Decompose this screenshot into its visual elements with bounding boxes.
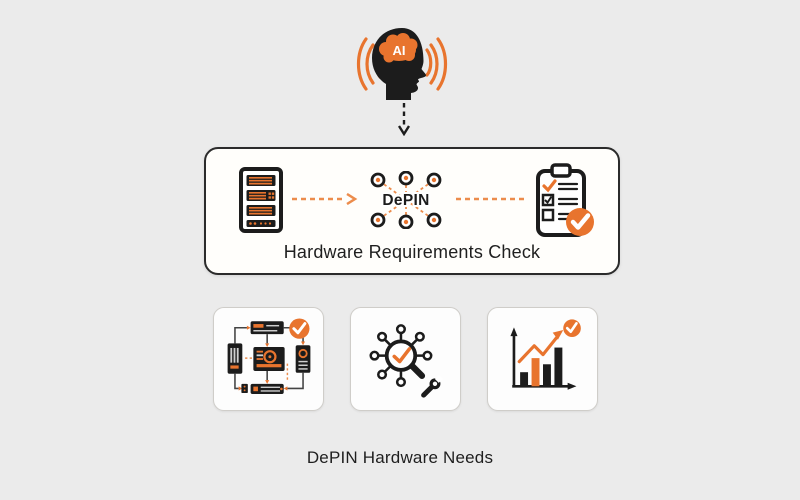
depin-network-icon: DePIN bbox=[370, 171, 442, 229]
hardware-topology-icon bbox=[227, 318, 310, 394]
ai-label: AI bbox=[393, 43, 406, 58]
wrench-icon bbox=[420, 374, 443, 398]
depin-label: DePIN bbox=[382, 192, 429, 209]
card-hardware-topology bbox=[213, 307, 324, 411]
flow-box-caption: Hardware Requirements Check bbox=[283, 242, 541, 262]
dashed-connector-line bbox=[456, 197, 524, 201]
server-rack-icon bbox=[239, 167, 283, 233]
hardware-requirements-panel: DePIN Hardware Requirements Check bbox=[204, 147, 620, 275]
ai-head-icon: AI bbox=[356, 28, 448, 100]
network-inspection-magnifier-wrench-icon bbox=[368, 324, 443, 398]
card-network-inspection bbox=[350, 307, 461, 411]
checklist-clipboard-icon bbox=[536, 163, 594, 237]
footer-caption: DePIN Hardware Needs bbox=[306, 448, 494, 467]
growth-bar-chart-icon bbox=[509, 319, 581, 390]
sound-waves-right-icon bbox=[425, 37, 448, 91]
arrow-right-dashed-icon bbox=[292, 193, 358, 205]
network-nodes bbox=[370, 171, 442, 229]
card-growth-chart bbox=[487, 307, 598, 411]
arrow-down-dashed-icon bbox=[398, 103, 410, 136]
check-badge-icon bbox=[562, 319, 581, 337]
check-badge-icon bbox=[566, 208, 594, 236]
check-badge-icon bbox=[288, 318, 309, 339]
ai-brain-icon bbox=[379, 33, 418, 63]
